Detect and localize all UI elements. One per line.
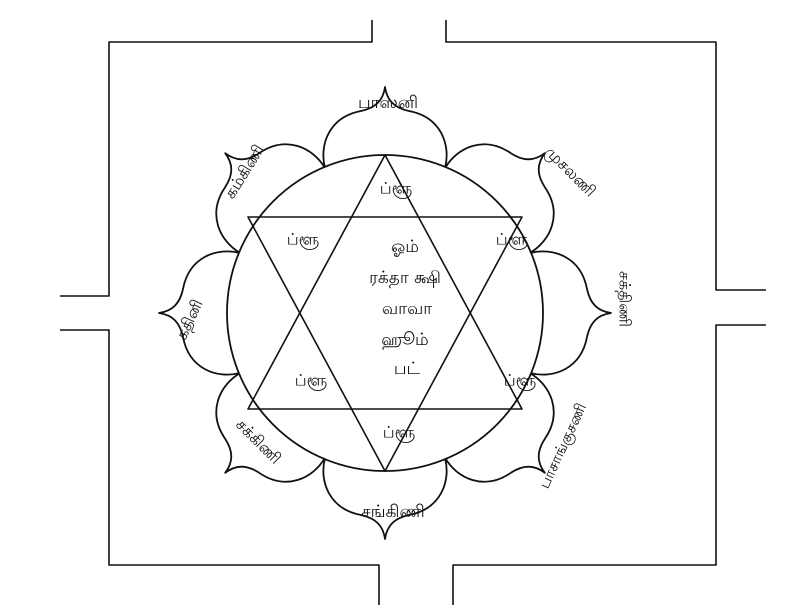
petal-top-left bbox=[215, 143, 326, 254]
star-point-labels: ப்ளூ ப்ளூ ப்ளூ ப்ளூ ப்ளூ ப்ளூ bbox=[287, 179, 536, 443]
petal-top bbox=[322, 86, 448, 169]
petal-bottom-right bbox=[444, 372, 555, 483]
hexagram bbox=[247, 154, 523, 472]
frame-right-upper bbox=[715, 62, 766, 291]
frame-left-upper bbox=[60, 62, 110, 297]
star-label-upper-left: ப்ளூ bbox=[287, 230, 319, 250]
petal-bottom bbox=[322, 457, 448, 540]
triangle-down bbox=[247, 216, 523, 472]
petal-right bbox=[529, 250, 612, 376]
mantra-line-1: ஓம் bbox=[391, 237, 419, 257]
petal-bottom-left bbox=[215, 372, 326, 483]
outer-gate-frame bbox=[60, 20, 766, 605]
petal-label-right: சக்திணி bbox=[616, 271, 635, 327]
frame-left-lower bbox=[60, 329, 380, 605]
petal-label-bottom: சங்கிணி bbox=[361, 502, 425, 522]
mantra-line-3: வாவா bbox=[382, 299, 432, 319]
petal-top-right bbox=[444, 143, 555, 254]
star-label-bottom: ப்ளூ bbox=[383, 423, 415, 443]
lotus-petals bbox=[158, 86, 612, 540]
frame-top-right bbox=[445, 20, 717, 62]
star-label-top: ப்ளூ bbox=[380, 179, 412, 199]
petal-label-top-right: முசலணி bbox=[541, 142, 600, 201]
star-label-lower-left: ப்ளூ bbox=[295, 371, 327, 391]
star-label-upper-right: ப்ளூ bbox=[496, 230, 528, 250]
petal-label-top: பாஸனி bbox=[358, 93, 418, 113]
triangle-up bbox=[247, 154, 523, 410]
frame-top-left bbox=[108, 20, 373, 62]
center-mantra: ஓம் ரக்தா க்ஷி வாவா ஹூம் பட் bbox=[369, 237, 441, 379]
mantra-line-4: ஹூம் bbox=[381, 330, 428, 350]
mantra-line-2: ரக்தா க்ஷி bbox=[369, 268, 441, 288]
mantra-line-5: பட் bbox=[394, 359, 421, 379]
star-label-lower-right: ப்ளூ bbox=[504, 371, 536, 391]
petal-left bbox=[158, 250, 241, 376]
frame-right-lower bbox=[452, 324, 766, 605]
